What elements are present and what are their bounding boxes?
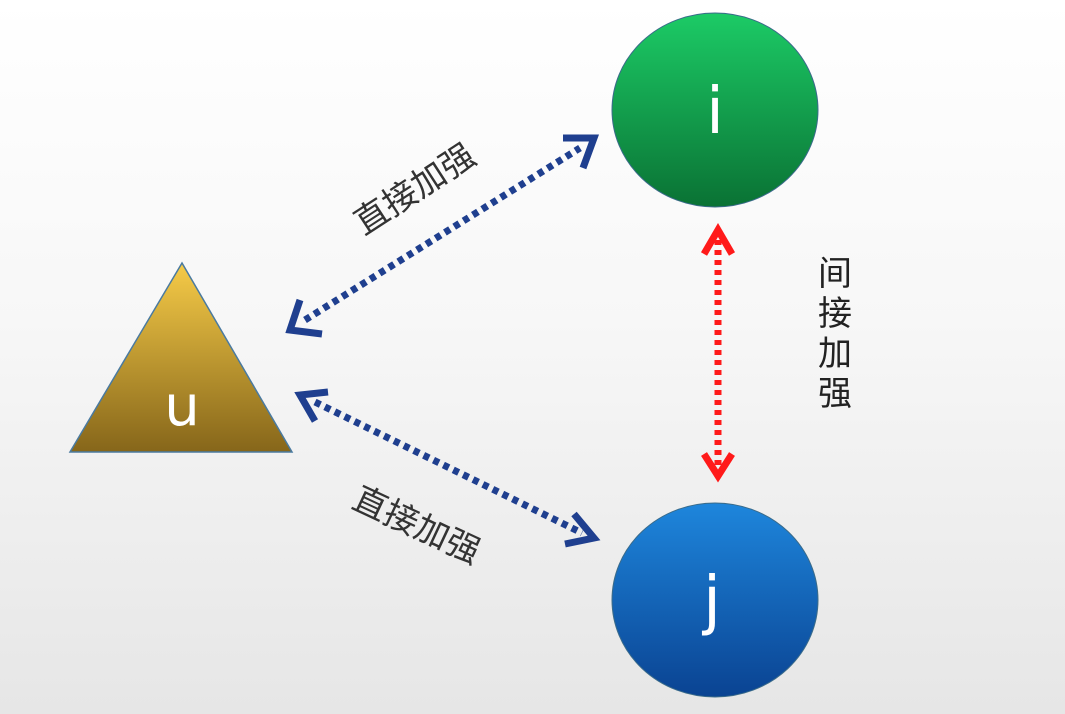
edge-u-i-arrow [285,134,600,338]
edge-u-j-arrow [294,388,601,548]
node-i-label: i [706,75,724,149]
node-i: i [611,12,819,208]
edge-i-j-label: 间接加强 [818,254,852,414]
edge-i-j-arrow [700,223,736,483]
node-j: j [611,502,819,698]
node-u: u [68,261,294,453]
node-j-label: j [701,564,721,638]
node-u-label: u [164,374,200,439]
